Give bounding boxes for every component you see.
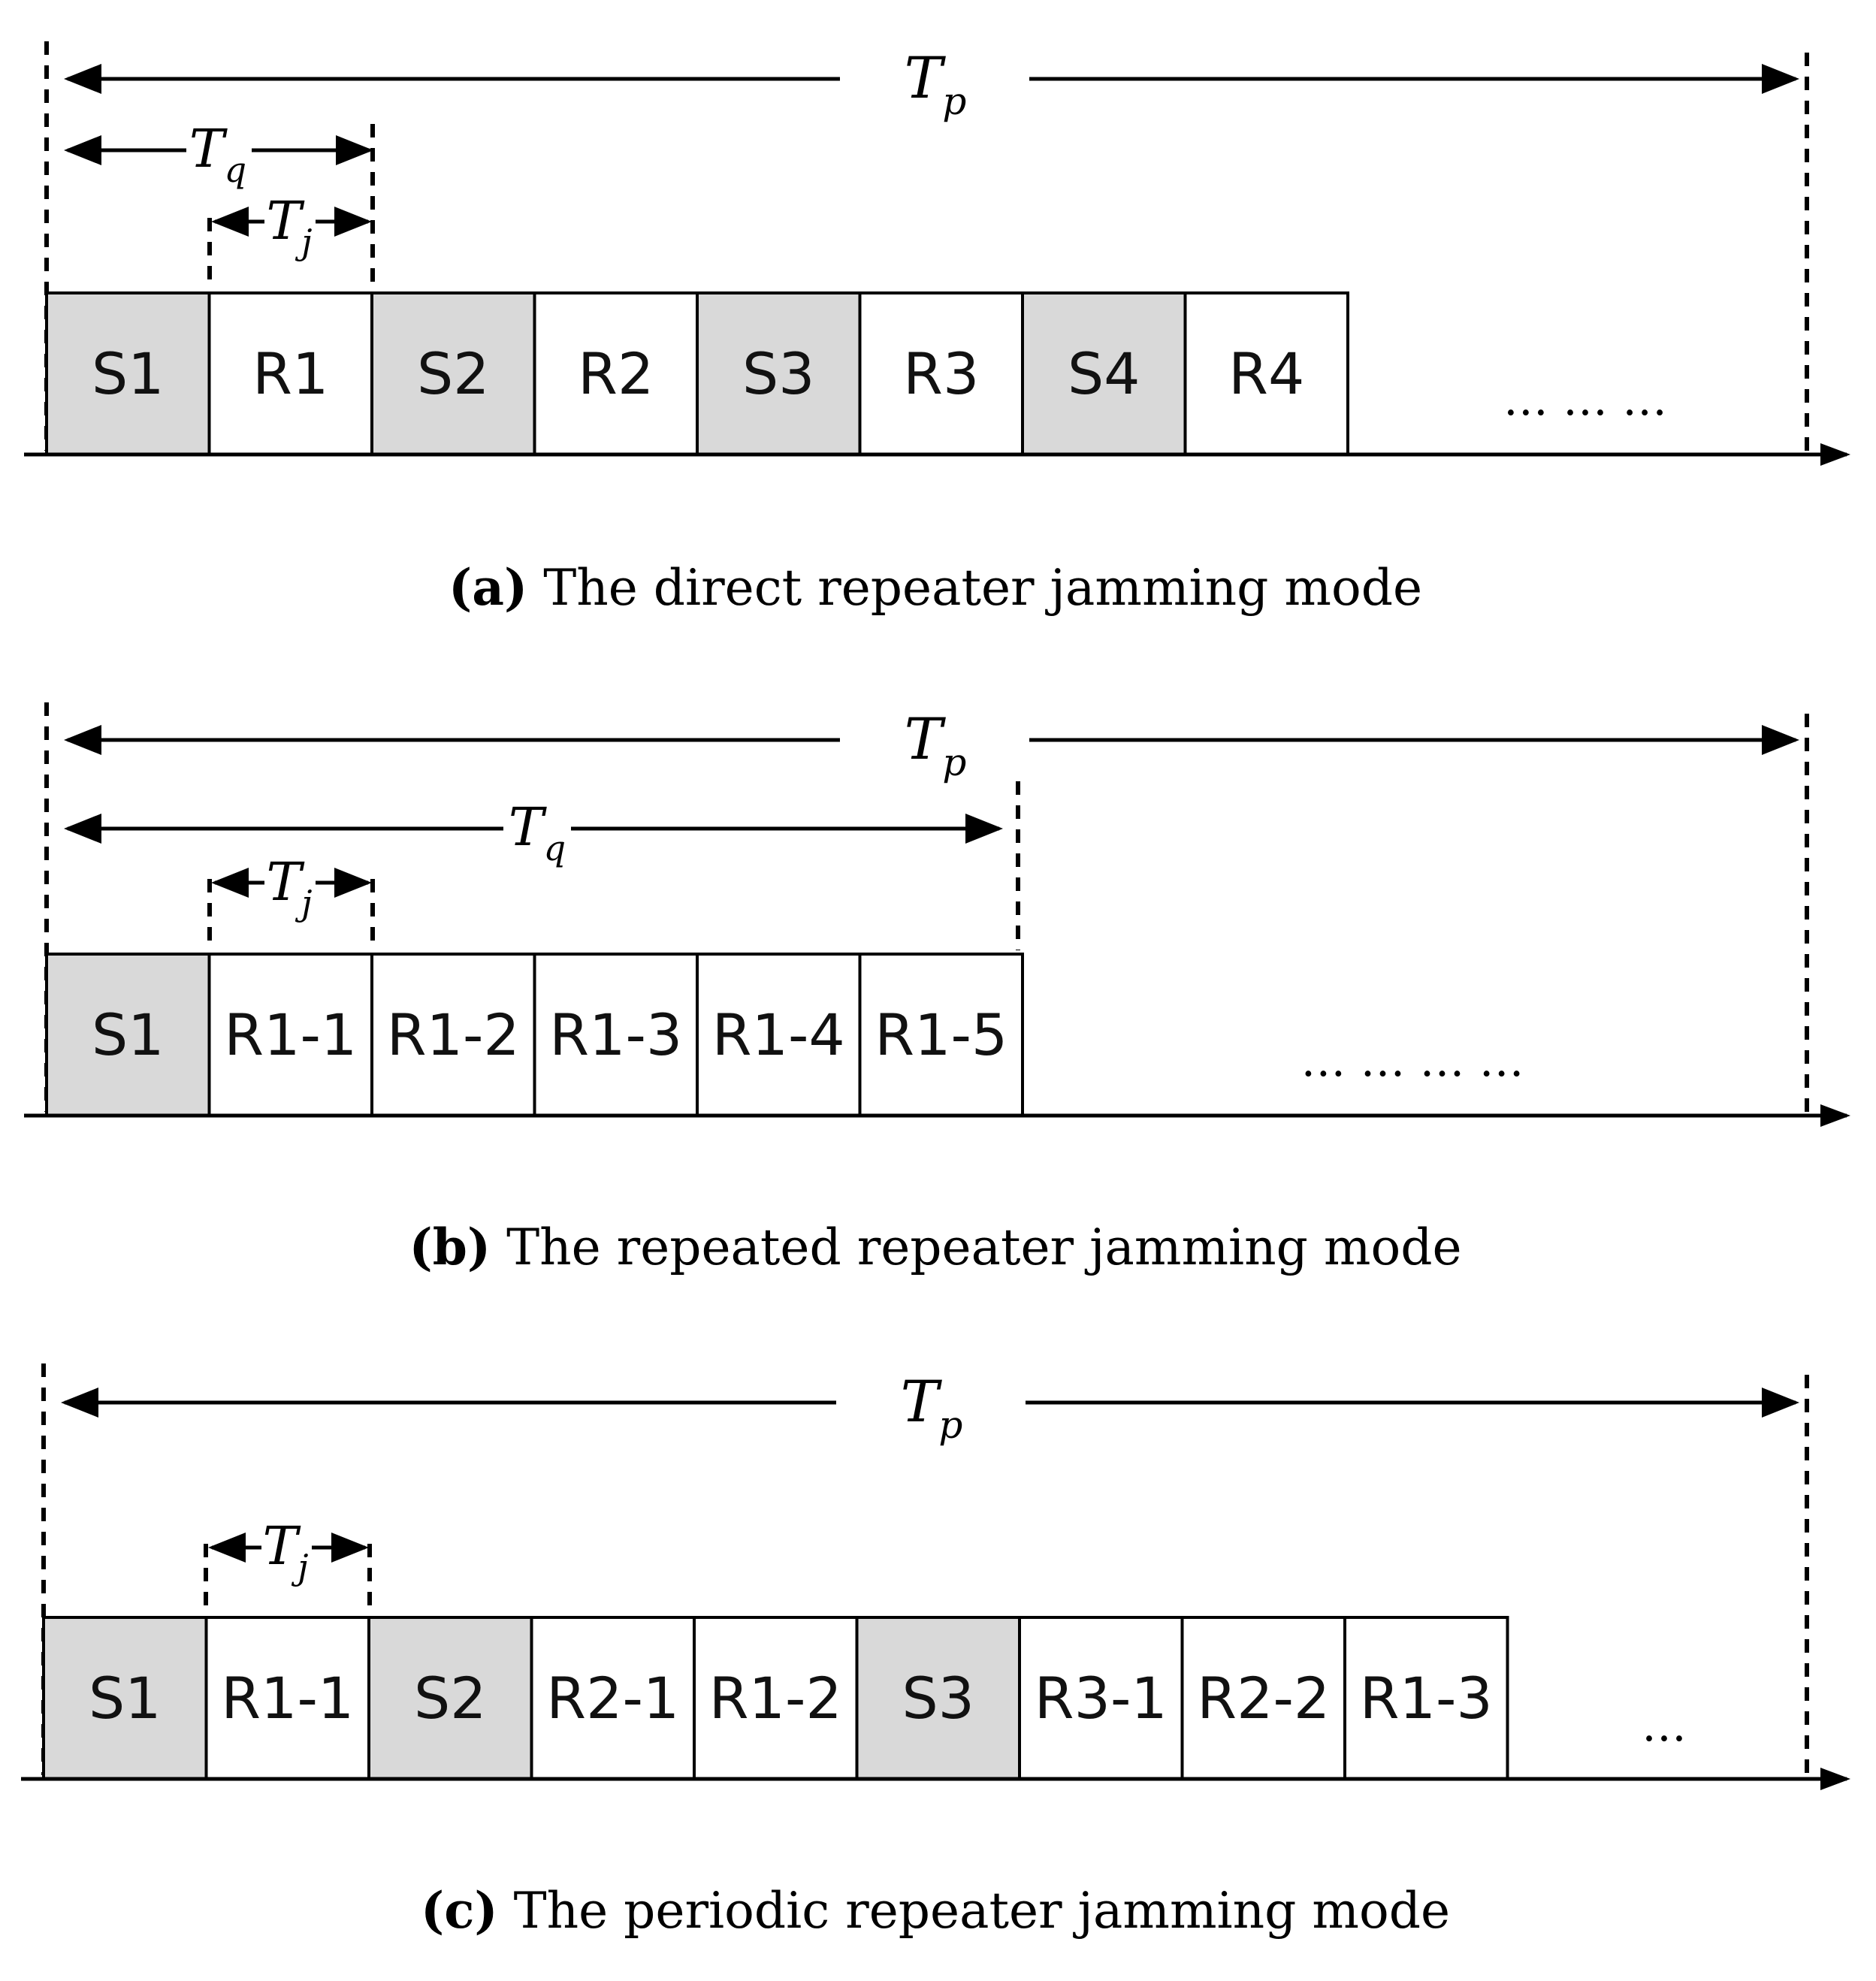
caption: (a) The direct repeater jamming mode <box>449 558 1422 617</box>
panel-c: Tp Tj S1 R1-1 S2 R2-1 R1-2 S3 R3-1 R2-2 R1-3 … (… <box>21 1363 1850 1940</box>
signal-slot <box>42 1616 208 1780</box>
repeater-slot <box>533 291 699 456</box>
slot-label: R1-4 <box>712 1001 845 1068</box>
repeater-slot <box>858 953 1024 1117</box>
tq-symbol: Tq <box>189 118 246 190</box>
tj-symbol: Tj <box>263 1515 309 1587</box>
slot-row: S1 R1 S2 R2 S3 R3 S4 R4 <box>45 291 1349 456</box>
caption: (b) The repeated repeater jamming mode <box>409 1218 1461 1276</box>
tp-symbol: Tp <box>905 705 967 784</box>
signal-slot <box>855 1616 1021 1780</box>
repeater-slot <box>1183 291 1349 456</box>
slot-label: R1 <box>252 340 328 407</box>
tp-symbol: Tp <box>905 44 967 123</box>
tj-symbol: Tj <box>267 851 313 923</box>
slot-label: R1-5 <box>875 1001 1007 1068</box>
slot-label: S2 <box>417 340 490 407</box>
repeater-slot <box>1018 1616 1184 1780</box>
panel-a: Tp Tq Tj S1 R1 S2 R2 S3 R3 S4 R4 … … … (a) The … <box>24 41 1850 617</box>
ellipsis: … … … … <box>1301 1034 1524 1087</box>
repeater-slot <box>533 953 699 1117</box>
ellipsis: … <box>1642 1699 1687 1752</box>
slot-label: R4 <box>1228 340 1304 407</box>
slot-label: R1-3 <box>1360 1665 1493 1732</box>
signal-slot <box>367 1616 533 1780</box>
caption: (c) The periodic repeater jamming mode <box>421 1881 1450 1940</box>
slot-label: R1-2 <box>387 1001 520 1068</box>
repeater-slot <box>207 953 373 1117</box>
slot-label: R2 <box>578 340 654 407</box>
slot-label: R2-1 <box>546 1665 679 1732</box>
tp-symbol: Tp <box>901 1368 963 1447</box>
repeater-slot <box>696 953 862 1117</box>
ellipsis: … … … <box>1503 373 1667 426</box>
slot-label: R1-1 <box>221 1665 354 1732</box>
tq-symbol: Tq <box>509 796 566 868</box>
slot-label: S3 <box>902 1665 974 1732</box>
signal-slot <box>45 291 211 456</box>
slot-label: S1 <box>92 1001 165 1068</box>
slot-label: S4 <box>1068 340 1140 407</box>
slot-row: S1 R1-1 S2 R2-1 R1-2 S3 R3-1 R2-2 R1-3 <box>42 1616 1509 1780</box>
slot-label: R2-2 <box>1197 1665 1330 1732</box>
slot-label: R3 <box>903 340 979 407</box>
tj-symbol: Tj <box>267 190 313 262</box>
slot-row: S1 R1-1 R1-2 R1-3 R1-4 R1-5 <box>45 953 1024 1117</box>
slot-label: R1-2 <box>709 1665 842 1732</box>
repeater-slot <box>1343 1616 1509 1780</box>
slot-label: R3-1 <box>1035 1665 1168 1732</box>
repeater-slot <box>858 291 1024 456</box>
slot-label: S1 <box>92 340 165 407</box>
slot-label: R1-1 <box>224 1001 357 1068</box>
slot-label: S3 <box>742 340 815 407</box>
slot-label: S1 <box>89 1665 162 1732</box>
repeater-slot <box>370 953 536 1117</box>
slot-label: R1-3 <box>549 1001 682 1068</box>
slot-label: S2 <box>414 1665 487 1732</box>
repeater-slot <box>204 1616 370 1780</box>
